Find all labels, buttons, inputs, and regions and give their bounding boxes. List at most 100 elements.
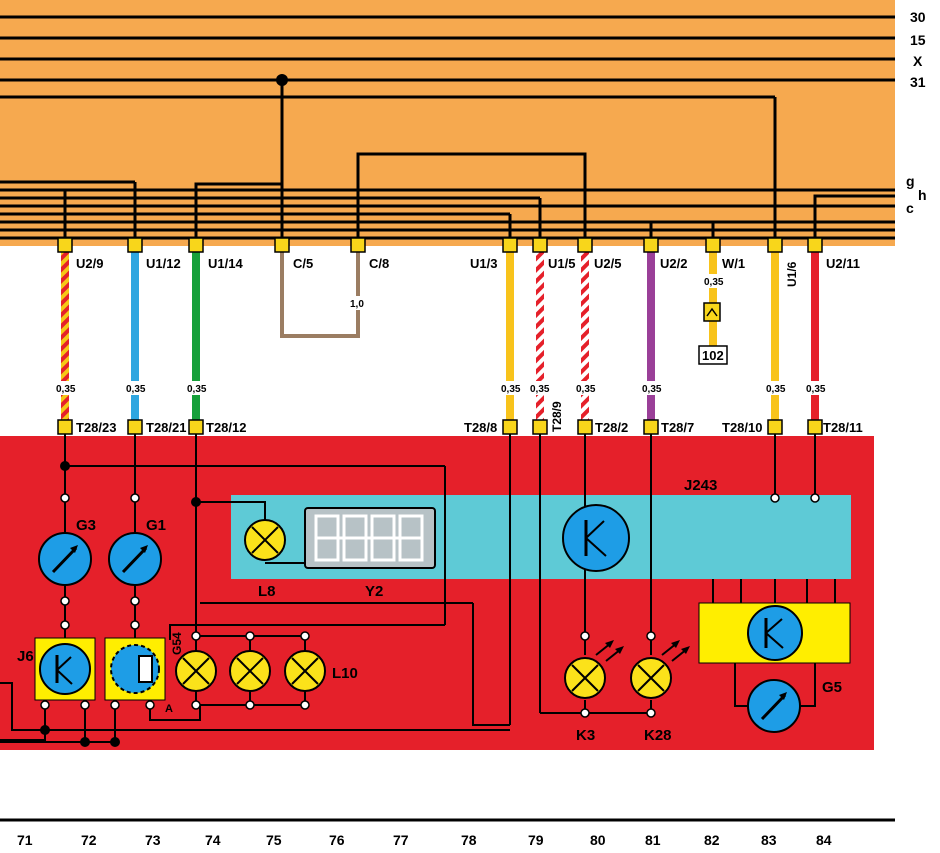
lamp-l8	[244, 519, 286, 561]
size-4: 0,35	[501, 384, 521, 395]
col-72: 72	[81, 832, 97, 848]
wire-u211	[811, 252, 819, 422]
size-8: 0,35	[766, 384, 786, 395]
conn-c8: C/8	[369, 256, 389, 271]
col-84: 84	[816, 832, 832, 848]
size-7: 0,35	[642, 384, 662, 395]
conn-t28-21: T28/21	[146, 420, 186, 435]
bus-label-31: 31	[910, 74, 926, 90]
size-2: 0,35	[126, 384, 146, 395]
conn-t28-2: T28/2	[595, 420, 628, 435]
label-k3: K3	[576, 727, 595, 744]
label-j6: J6	[17, 648, 34, 665]
wire-w1	[709, 252, 717, 347]
size-w1: 0,35	[704, 277, 724, 288]
gauge-g3	[38, 532, 92, 586]
bus-junction	[276, 74, 288, 86]
bus-label-g: g	[906, 173, 915, 189]
conn-t28-7: T28/7	[661, 420, 694, 435]
fuse-arrow-icon	[706, 307, 718, 317]
col-82: 82	[704, 832, 720, 848]
top-connector-labels: U2/9 U1/12 U1/14 C/5 C/8 U1/3 U1/5 U2/5 …	[76, 256, 860, 287]
conn-c5: C/5	[293, 256, 313, 271]
size-3: 0,35	[187, 384, 207, 395]
conn-t28-10: T28/10	[722, 420, 762, 435]
conn-t28-8: T28/8	[464, 420, 497, 435]
col-76: 76	[329, 832, 345, 848]
col-83: 83	[761, 832, 777, 848]
panel-terminals	[40, 493, 820, 718]
wire-u114	[192, 252, 200, 422]
j243-transistor-icon	[562, 504, 630, 572]
led-k28	[630, 640, 690, 699]
conn-u1-12: U1/12	[146, 256, 181, 271]
label-a: A	[165, 703, 173, 715]
col-75: 75	[266, 832, 282, 848]
panel-wiring	[0, 434, 836, 743]
conn-u2-2: U2/2	[660, 256, 687, 271]
conn-u2-9: U2/9	[76, 256, 103, 271]
j6-transistor-icon	[39, 643, 91, 695]
size-loop: 1,0	[350, 299, 364, 310]
ground-ref-box	[698, 345, 728, 365]
conn-w1: W/1	[722, 256, 745, 271]
col-78: 78	[461, 832, 477, 848]
label-g3: G3	[76, 517, 96, 534]
g54-element	[138, 655, 153, 683]
conn-u1-14: U1/14	[208, 256, 243, 271]
wire-u112	[131, 252, 139, 422]
bus-label-30: 30	[910, 9, 926, 25]
column-numbers: 71 72 73 74 75 76 77 78 79 80 81 82 83 8…	[17, 832, 832, 848]
wire-u15	[536, 252, 544, 422]
label-g1: G1	[146, 517, 166, 534]
label-g5: G5	[822, 679, 842, 696]
size-1: 0,35	[56, 384, 76, 395]
bus-label-h: h	[918, 187, 927, 203]
instrument-panel	[0, 436, 874, 750]
label-g54: G54	[170, 632, 184, 655]
g5-transistor-icon	[747, 605, 803, 661]
size-6: 0,35	[576, 384, 596, 395]
col-74: 74	[205, 832, 221, 848]
label-y2: Y2	[365, 583, 383, 600]
lamp-l10-b	[229, 650, 271, 692]
col-80: 80	[590, 832, 606, 848]
conn-t28-11: T28/11	[823, 420, 863, 435]
col-73: 73	[145, 832, 161, 848]
ground-ref-label: 102	[702, 348, 724, 363]
wire-u29	[61, 252, 69, 422]
label-k28: K28	[644, 727, 672, 744]
label-l8: L8	[258, 583, 276, 600]
panel-junctions	[40, 461, 201, 747]
wire-size-labels: 0,35 0,35 0,35 0,35 0,35 0,35 0,35 0,35 …	[56, 274, 826, 395]
label-j243: J243	[684, 477, 717, 494]
wire-c5-c8-loop	[280, 252, 360, 338]
lamp-l10-c	[284, 650, 326, 692]
wire-u16	[771, 252, 779, 422]
conn-u1-3: U1/3	[470, 256, 497, 271]
conn-t28-12: T28/12	[206, 420, 246, 435]
col-81: 81	[645, 832, 661, 848]
fuse-w1	[703, 302, 721, 322]
bus-label-x: X	[913, 53, 923, 69]
conn-u2-11: U2/11	[826, 256, 860, 271]
conn-t28-23: T28/23	[76, 420, 116, 435]
col-79: 79	[528, 832, 544, 848]
size-5: 0,35	[530, 384, 550, 395]
bus-label-15: 15	[910, 32, 926, 48]
led-k3	[564, 640, 624, 699]
lamp-l10-a	[175, 650, 217, 692]
bus-lines	[0, 15, 895, 240]
wires	[61, 252, 819, 422]
bottom-connector-labels: T28/23 T28/21 T28/12 T28/8 T28/9 T28/2 T…	[76, 401, 863, 435]
gauge-g1	[108, 532, 162, 586]
conn-u1-6: U1/6	[785, 261, 799, 287]
label-l10: L10	[332, 665, 358, 682]
conn-u1-5: U1/5	[548, 256, 575, 271]
wire-u22	[647, 252, 655, 422]
wire-u25	[581, 252, 589, 422]
col-71: 71	[17, 832, 33, 848]
bus-labels: 30 15 X 31 g h c	[906, 9, 927, 216]
bus-label-c: c	[906, 200, 914, 216]
